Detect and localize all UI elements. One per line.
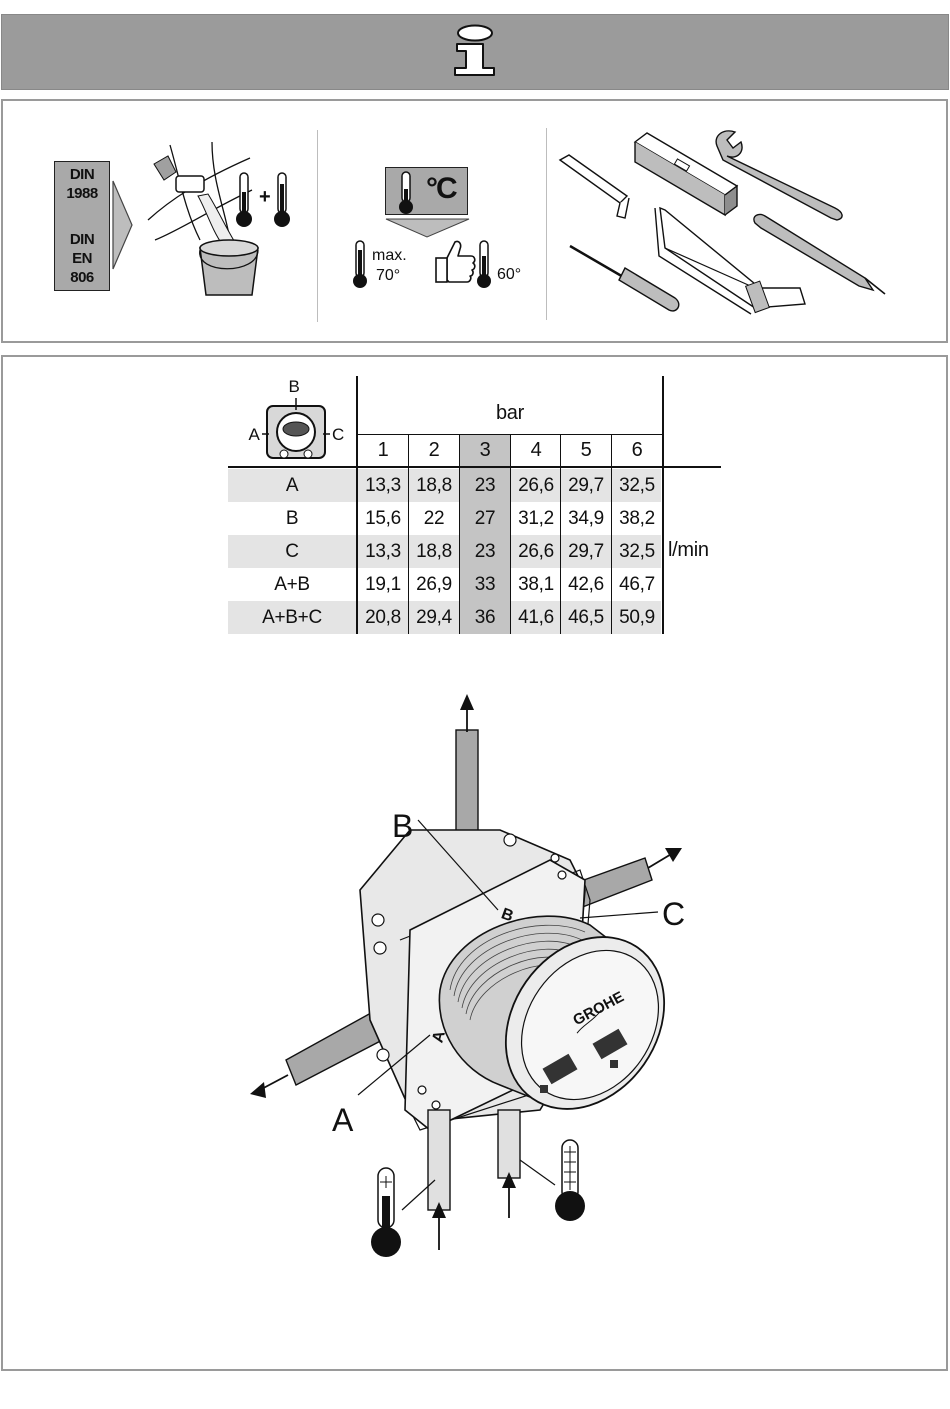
hot-water-thermometer-icon (555, 1140, 585, 1221)
table-hline-header (228, 466, 721, 468)
flow-value-cell: 20,8 (358, 601, 408, 634)
flow-value-cell: 23 (460, 535, 510, 568)
flow-value-cell: 42,6 (561, 568, 611, 601)
flow-value-cell: 26,6 (511, 535, 561, 568)
supply-pipe-hot (498, 1110, 520, 1218)
max-label: max. (372, 247, 407, 265)
outlet-label-left: A (244, 424, 264, 446)
flow-value-cell: 15,6 (358, 502, 408, 535)
outlet-row-label: A (228, 469, 356, 502)
celsius-label: °C (426, 172, 456, 206)
pressure-1: 1 (358, 435, 408, 466)
outlet-label-top: B (284, 376, 304, 398)
flow-value-cell: 33 (460, 568, 510, 601)
flush-arrow-icon (112, 180, 134, 270)
flow-value-cell: 29,4 (409, 601, 459, 634)
flow-value-cell: 18,8 (409, 469, 459, 502)
flow-value-cell: 26,6 (511, 469, 561, 502)
flow-value-cell: 26,9 (409, 568, 459, 601)
flow-value-cell: 23 (460, 469, 510, 502)
pressure-header: bar (357, 398, 663, 428)
flow-value-cell: 38,2 (612, 502, 662, 535)
max-temperature: 70° (376, 267, 400, 285)
pressure-3: 3 (460, 435, 510, 466)
flow-value-cell: 18,8 (409, 535, 459, 568)
panel-divider-2 (546, 128, 547, 320)
outlet-layout-icon (262, 396, 330, 464)
info-icon (447, 24, 503, 78)
temperature-unit-box: °C (385, 167, 468, 215)
down-triangle-icon (385, 218, 470, 238)
flow-value-cell: 29,7 (561, 469, 611, 502)
thermometer-recommended-icon (474, 240, 494, 290)
diagram-label-b: B (392, 810, 413, 842)
flow-value-cell: 46,5 (561, 601, 611, 634)
outlet-row-label: A+B+C (228, 601, 356, 634)
pencil-icon (754, 214, 885, 294)
thumbs-up-icon (433, 238, 477, 284)
flow-value-cell: 29,7 (561, 535, 611, 568)
flow-value-cell: 34,9 (561, 502, 611, 535)
thermometer-max-icon (350, 240, 370, 290)
recommended-temperature: 60° (497, 266, 521, 284)
flow-value-cell: 19,1 (358, 568, 408, 601)
din-line-5: 806 (70, 268, 94, 287)
outlet-row-label: B (228, 502, 356, 535)
pressure-4: 4 (511, 435, 561, 466)
flow-value-cell: 32,5 (612, 535, 662, 568)
pressure-6: 6 (612, 435, 662, 466)
thermometer-icon (396, 171, 416, 215)
outlet-row-label: C (228, 535, 356, 568)
din-line-1: DIN (70, 165, 94, 184)
flow-value-cell: 27 (460, 502, 510, 535)
din-standard-box: DIN 1988 DIN EN 806 (54, 161, 110, 291)
screwdriver-icon (570, 246, 679, 311)
din-line-2: 1988 (66, 184, 97, 203)
pressure-2: 2 (409, 435, 459, 466)
tools-illustration (555, 128, 895, 324)
hacksaw-icon (655, 208, 805, 314)
svg-text:+: + (259, 186, 271, 208)
din-line-3: DIN (70, 230, 94, 249)
diagram-label-c: C (662, 898, 685, 930)
flow-value-cell: 50,9 (612, 601, 662, 634)
flow-value-cell: 36 (460, 601, 510, 634)
flow-value-cell: 41,6 (511, 601, 561, 634)
outlet-label-right: C (328, 424, 348, 446)
outlet-row-label: A+B (228, 568, 356, 601)
flow-value-cell: 22 (409, 502, 459, 535)
flow-value-cell: 46,7 (612, 568, 662, 601)
flow-value-cell: 38,1 (511, 568, 561, 601)
diagram-label-a: A (332, 1104, 353, 1136)
flow-value-cell: 31,2 (511, 502, 561, 535)
supply-pipe-cold (428, 1110, 450, 1250)
hex-key-icon (560, 155, 629, 218)
flow-value-cell: 32,5 (612, 469, 662, 502)
flow-unit-label: l/min (668, 534, 724, 567)
thermometer-plus-icon: + (232, 170, 302, 230)
panel-divider-1 (317, 130, 318, 322)
din-line-4: EN (72, 249, 92, 268)
pressure-5: 5 (561, 435, 611, 466)
flow-value-cell: 13,3 (358, 469, 408, 502)
valve-body-diagram: GROHE A B (240, 690, 700, 1260)
flow-value-cell: 13,3 (358, 535, 408, 568)
cold-water-thermometer-icon (371, 1168, 401, 1257)
